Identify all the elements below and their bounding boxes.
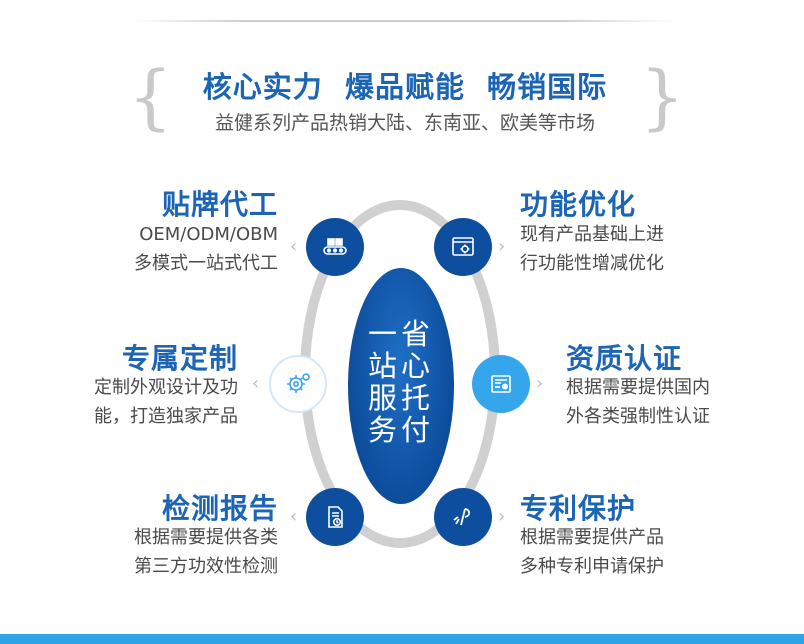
right-brace: }	[640, 56, 685, 138]
oem-title: 贴牌代工	[161, 188, 278, 221]
left-brace: {	[128, 56, 173, 138]
conveyor-icon	[306, 218, 364, 276]
patent-icon	[434, 488, 492, 546]
bottom-bar	[0, 634, 804, 644]
center-line-3: 服托	[367, 381, 434, 415]
cert-line-1: 根据需要提供国内	[566, 377, 710, 398]
report-title: 检测报告	[161, 492, 278, 525]
settings-window-icon	[434, 218, 492, 276]
patent-title: 专利保护	[520, 492, 637, 525]
chevron-left-icon: ‹	[290, 236, 298, 257]
optimize-title: 功能优化	[520, 188, 637, 221]
gears-icon	[269, 355, 327, 413]
chevron-right-icon: ›	[498, 236, 506, 257]
headline: 核心实力 爆品赋能 畅销国际	[202, 70, 608, 104]
chevron-right-icon: ›	[498, 506, 506, 527]
chevron-left-icon: ‹	[290, 506, 298, 527]
cert-title: 资质认证	[566, 342, 683, 375]
center-line-1: 一省	[367, 317, 434, 351]
report-line-2: 第三方功效性检测	[134, 556, 278, 577]
chevron-left-icon: ‹	[252, 373, 260, 394]
center-ellipse	[348, 268, 454, 504]
cert-line-2: 外各类强制性认证	[566, 406, 710, 427]
custom-title: 专属定制	[121, 342, 238, 375]
report-line-1: 根据需要提供各类	[134, 527, 278, 548]
center-text: 一省 站心 服托 务付	[348, 318, 454, 446]
optimize-line-2: 行功能性增减优化	[520, 253, 664, 274]
certificate-icon	[472, 355, 530, 413]
patent-line-1: 根据需要提供产品	[520, 527, 664, 548]
oem-line-1: OEM/ODM/OBM	[139, 224, 278, 245]
custom-line-1: 定制外观设计及功	[94, 377, 238, 398]
oem-line-2: 多模式一站式代工	[134, 253, 278, 274]
patent-line-2: 多种专利申请保护	[520, 556, 664, 577]
report-icon	[306, 488, 364, 546]
custom-line-2: 能，打造独家产品	[94, 406, 238, 427]
center-line-4: 务付	[367, 413, 434, 447]
center-line-2: 站心	[367, 349, 434, 383]
subline: 益健系列产品热销大陆、东南亚、欧美等市场	[214, 112, 595, 134]
top-divider	[130, 20, 675, 22]
optimize-line-1: 现有产品基础上进	[520, 224, 664, 245]
chevron-right-icon: ›	[536, 373, 544, 394]
